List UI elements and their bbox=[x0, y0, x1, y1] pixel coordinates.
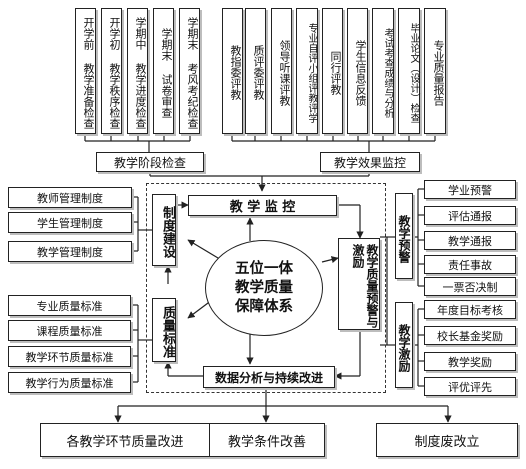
top-right-item: 同行评教 bbox=[322, 8, 343, 134]
top-left-item: 开学前 教学准备检查 bbox=[75, 8, 96, 134]
top-left-item: 学期中 教学进度检查 bbox=[127, 8, 148, 134]
warning-title: 教学预警 bbox=[395, 193, 413, 279]
incentive-item: 评优评先 bbox=[424, 377, 516, 396]
top-left-item: 学期末 考风考纪检查 bbox=[179, 8, 200, 134]
warning-item: 评估通报 bbox=[424, 206, 516, 225]
incentive-item: 年度目标考核 bbox=[424, 300, 516, 319]
data-analysis-box: 数据分析与持续改进 bbox=[203, 366, 335, 388]
incentive-item: 教学奖励 bbox=[424, 352, 516, 371]
top-right-item: 质评委评教 bbox=[245, 8, 266, 134]
core-line: 五位一体 bbox=[235, 260, 293, 277]
quality-item: 教学环节质量标准 bbox=[8, 346, 131, 367]
incentive-item: 校长基金奖励 bbox=[424, 326, 516, 345]
top-left-item: 学期末 试卷审查 bbox=[153, 8, 174, 134]
top-right-item: 教指委评教 bbox=[222, 8, 243, 134]
institution-item: 学生管理制度 bbox=[8, 212, 132, 233]
core-line: 教学质量 bbox=[235, 279, 293, 296]
top-right-item: 专业自评小组评教评学 bbox=[296, 8, 318, 134]
core-system-region bbox=[146, 183, 386, 393]
warning-incentive-label: 教学质量预警与激励 bbox=[351, 244, 379, 328]
warning-item: 一票否决制 bbox=[424, 277, 516, 296]
top-right-item: 学生信息反馈 bbox=[347, 8, 368, 134]
institution-item: 教师管理制度 bbox=[8, 187, 132, 208]
quality-title: 质量标准 bbox=[152, 298, 176, 362]
warning-item: 学业预警 bbox=[424, 180, 516, 199]
bottom-outcome: 教学条件改善 bbox=[209, 423, 325, 457]
bottom-outcome: 各教学环节质量改进 bbox=[40, 423, 210, 457]
institution-item: 教学管理制度 bbox=[8, 241, 132, 262]
core-ellipse: 五位一体 教学质量 保障体系 bbox=[205, 240, 323, 336]
quality-item: 教学行为质量标准 bbox=[8, 372, 131, 393]
top-right-item: 考试考查成绩与分析 bbox=[372, 8, 394, 134]
effect-monitor-box: 教学效果监控 bbox=[320, 152, 420, 172]
top-right-item: 领导听课评教 bbox=[271, 8, 292, 134]
top-left-item: 开学初 教学秩序检查 bbox=[101, 8, 122, 134]
bottom-outcome: 制度废改立 bbox=[376, 423, 518, 457]
incentive-title: 教学激励 bbox=[395, 302, 413, 388]
quality-item: 课程质量标准 bbox=[8, 320, 131, 341]
warning-incentive-box: 教学质量预警与激励 bbox=[338, 238, 380, 330]
monitor-box: 教 学 监 控 bbox=[188, 195, 337, 216]
warning-item: 责任事故 bbox=[424, 255, 516, 274]
top-right-item: 毕业论文（设计）检查 bbox=[398, 8, 420, 134]
warning-item: 教学通报 bbox=[424, 231, 516, 250]
top-right-item: 专业质量报告 bbox=[424, 8, 446, 134]
core-line: 保障体系 bbox=[235, 298, 293, 315]
quality-item: 专业质量标准 bbox=[8, 295, 131, 316]
stage-check-box: 教学阶段检查 bbox=[96, 152, 204, 172]
institution-title: 制度建设 bbox=[152, 194, 176, 266]
